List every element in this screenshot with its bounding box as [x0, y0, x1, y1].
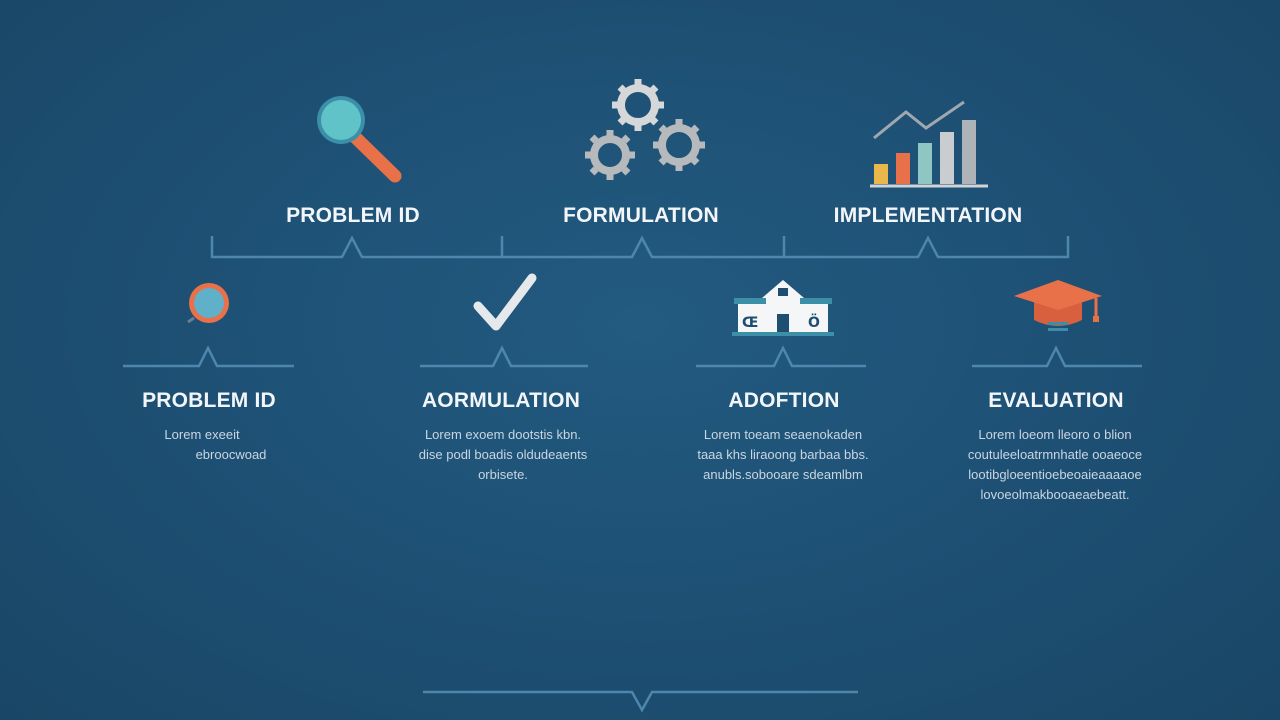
top-stage-label-2: FORMULATION: [563, 204, 719, 227]
desc-line: Lorem exoem dootstis kbn.: [424, 427, 582, 442]
bar-chart-icon: [870, 100, 988, 188]
desc-line: Lorem exeeit: [164, 427, 240, 442]
desc-line: taaa khs liraoong barbaa bbs.: [697, 447, 869, 462]
bottom-segment-line-3: [696, 345, 866, 368]
svg-text:Œ: Œ: [742, 315, 758, 331]
bottom-stage-label-2: AORMULATION: [421, 389, 581, 412]
desc-line: Lorem toeam seaenokaden: [703, 427, 863, 442]
top-timeline-line: [210, 235, 1070, 259]
building-icon: Œ Ö: [732, 280, 834, 336]
top-stage-label-3: IMPLEMENTATION: [833, 204, 1023, 227]
bottom-segment-line-4: [972, 345, 1142, 368]
desc-line: orbisete.: [478, 467, 528, 482]
svg-text:Ö: Ö: [808, 313, 820, 331]
gears-icon: [585, 79, 705, 180]
bottom-stage-label-1: PROBLEM ID: [142, 389, 276, 412]
bottom-segment-line-2: [420, 345, 588, 368]
magnifying-glass-icon: [317, 96, 402, 183]
bottom-segment-line-1: [123, 345, 294, 368]
lens-icon: [187, 283, 229, 324]
checkmark-icon: [473, 273, 537, 331]
graduation-cap-icon: [1014, 280, 1102, 331]
desc-line: dise podl boadis oldudeaents: [418, 447, 588, 462]
bottom-stage-desc-1: Lorem exeeit ebroocwoad: [72, 425, 332, 465]
bottom-stage-label-3: ADOFTION: [728, 389, 840, 412]
desc-line: lootibgloeentioebeoaieaaaaoe: [968, 467, 1142, 482]
top-stage-label-1: PROBLEM ID: [286, 204, 420, 227]
bottom-stage-desc-2: Lorem exoem dootstis kbn. dise podl boad…: [373, 425, 633, 485]
desc-line: ebroocwoad: [195, 447, 267, 462]
desc-line: Lorem loeom lleoro o blion: [978, 427, 1132, 442]
desc-line: lovoeolmakbooaeaebeatt.: [980, 487, 1130, 502]
desc-line: coutuleeloatrmnhatle ooaeoce: [967, 447, 1143, 462]
bottom-stage-desc-3: Lorem toeam seaenokaden taaa khs liraoon…: [653, 425, 913, 485]
bottom-stage-desc-4: Lorem loeom lleoro o blion coutuleeloatr…: [925, 425, 1185, 505]
desc-line: anubls.sobooare sdeamlbm: [703, 467, 863, 482]
footer-line: [423, 690, 858, 713]
bottom-stage-label-4: EVALUATION: [988, 389, 1124, 412]
